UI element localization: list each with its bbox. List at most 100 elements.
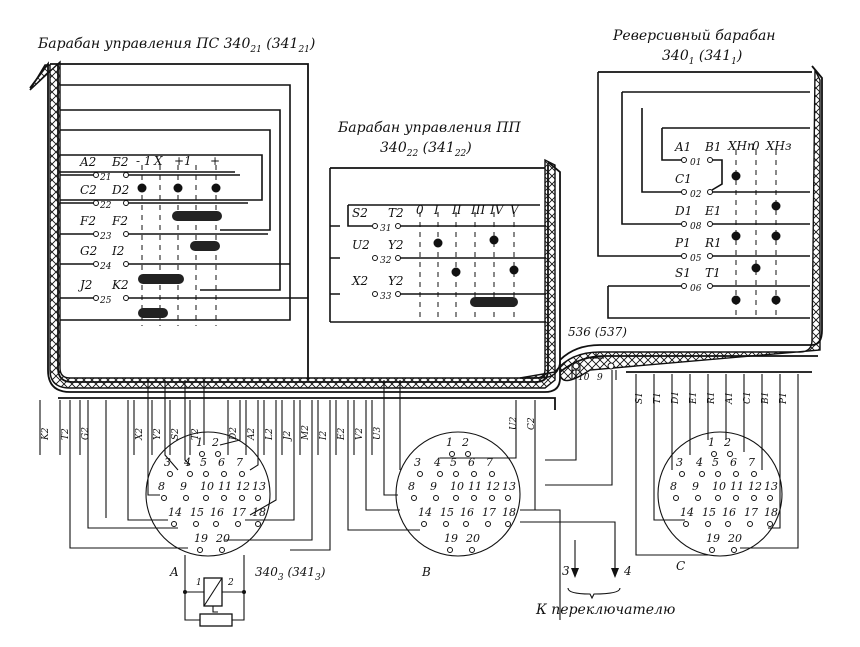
connector-pin xyxy=(673,495,679,501)
connector-pin xyxy=(505,495,511,501)
terminal xyxy=(395,255,401,261)
drum-rev-terminal-left: P1 xyxy=(674,236,691,250)
drum-rev-terminal-left: D1 xyxy=(674,204,692,218)
connector-pin-label: 4 xyxy=(695,456,703,469)
connector-pin-label: 10 xyxy=(200,480,214,493)
connector-pin-label: 5 xyxy=(712,456,719,469)
connector-pin-label: 6 xyxy=(468,456,475,469)
connector-pin-label: 5 xyxy=(450,456,457,469)
drum-ps-terminal-left: C2 xyxy=(80,183,97,197)
drum-rev-row-number: 06 xyxy=(690,284,702,294)
terminal xyxy=(681,189,687,195)
connector-pin xyxy=(489,495,495,501)
drum-pp-terminal-right: Y2 xyxy=(388,238,404,252)
drum-ps-row-number: 24 xyxy=(99,262,112,272)
connector-pin-label: 11 xyxy=(218,480,232,493)
connector-pin-label: 2 xyxy=(461,436,469,449)
output-4: 4 xyxy=(623,564,632,578)
terminal xyxy=(93,200,99,206)
connector-pin-label: 16 xyxy=(460,506,474,519)
cable-strips xyxy=(58,371,812,410)
connector-pin xyxy=(449,451,455,457)
drum-rev xyxy=(597,71,812,319)
drum-ps-position-label: +1 xyxy=(174,154,192,168)
title-drum-rev-id: 3401 (3411) xyxy=(662,48,742,67)
terminal xyxy=(707,189,713,195)
connector-pin-label: 19 xyxy=(194,532,208,545)
terminal xyxy=(372,223,378,229)
drum-ps-terminal-right: D2 xyxy=(111,183,129,197)
connector-pin-label: 1 xyxy=(196,436,203,449)
connector-pin-label: 9 xyxy=(180,480,187,493)
terminal xyxy=(681,157,687,163)
terminal xyxy=(123,261,129,267)
terminal xyxy=(707,221,713,227)
connector-body xyxy=(657,431,783,557)
cable-label: T2 xyxy=(191,428,201,440)
connector-pin xyxy=(235,521,241,527)
connector-pin-label: 6 xyxy=(730,456,737,469)
drum-rev-terminal-right: T1 xyxy=(705,266,721,280)
connector-pin-label: 18 xyxy=(252,506,266,519)
title-drum-pp: Барабан управления ПП xyxy=(337,120,521,136)
connector-pin-label: 13 xyxy=(252,480,266,493)
drum-rev-position-label: ХНз xyxy=(765,139,792,153)
connector-pin-label: 19 xyxy=(706,532,720,545)
terminal xyxy=(707,283,713,289)
drum-pp-terminal-left: U2 xyxy=(352,238,370,252)
connector-pin-label: 15 xyxy=(440,506,454,519)
terminal xyxy=(707,253,713,259)
terminal xyxy=(123,172,129,178)
connector-label: A xyxy=(169,565,179,579)
cable-label: X2 xyxy=(135,428,145,441)
connector-pin xyxy=(183,495,189,501)
switch-label: 536 (537) xyxy=(568,325,627,339)
connector-pin-label: 13 xyxy=(764,480,778,493)
connector-pin-label: 20 xyxy=(727,532,742,545)
connector-pin-label: 8 xyxy=(670,480,677,493)
terminal xyxy=(93,231,99,237)
connector-pin-label: 4 xyxy=(433,456,441,469)
drum-ps-row-number: 25 xyxy=(99,296,112,306)
cable-label: J2 xyxy=(283,430,293,442)
connector-pin-label: 18 xyxy=(502,506,516,519)
connector-pin xyxy=(733,471,739,477)
connector-pin xyxy=(711,451,717,457)
terminal xyxy=(93,261,99,267)
connector-pin xyxy=(715,471,721,477)
drum-pp-row-number: 31 xyxy=(380,224,391,234)
drum-rev-terminal-left: S1 xyxy=(675,266,691,280)
connector-pin xyxy=(433,495,439,501)
drum-ps-terminal-right: K2 xyxy=(111,278,129,292)
drum-ps-terminal-left: F2 xyxy=(79,214,96,228)
drum-pp-terminal-right: Y2 xyxy=(388,274,404,288)
drum-ps-terminal-left: G2 xyxy=(80,244,97,258)
connector-pin xyxy=(463,521,469,527)
drum-pp-terminal-left: X2 xyxy=(351,274,368,288)
connector-pin xyxy=(417,471,423,477)
drum-pp-row-number: 32 xyxy=(380,256,392,266)
connector-pin-label: 2 xyxy=(723,436,731,449)
connector-pin-label: 10 xyxy=(450,480,464,493)
cable-label: U2 xyxy=(509,416,519,430)
connector-body xyxy=(145,431,271,557)
drum-pp-position-label: III xyxy=(470,203,485,217)
connector-label: B xyxy=(421,565,431,579)
drum-ps-row-number: 23 xyxy=(99,232,112,242)
connector-pin-label: 16 xyxy=(210,506,224,519)
cable-label: S2 xyxy=(171,428,181,440)
connector-pin xyxy=(705,521,711,527)
drum-rev-row-number: 05 xyxy=(690,254,702,264)
drum-ps-terminal-left: J2 xyxy=(77,278,92,292)
connector-pin-label: 17 xyxy=(482,506,496,519)
connector-pin xyxy=(447,547,453,553)
title-drum-rev: Реверсивный барабан xyxy=(612,28,776,44)
connector-pin-label: 9 xyxy=(692,480,699,493)
cable-label: U3 xyxy=(373,426,383,440)
connector-pin xyxy=(437,471,443,477)
drum-pp-terminal-right: T2 xyxy=(388,206,404,220)
connector-pin xyxy=(733,495,739,501)
connector-pin-label: 7 xyxy=(748,456,755,469)
connector-pin-label: 6 xyxy=(218,456,225,469)
